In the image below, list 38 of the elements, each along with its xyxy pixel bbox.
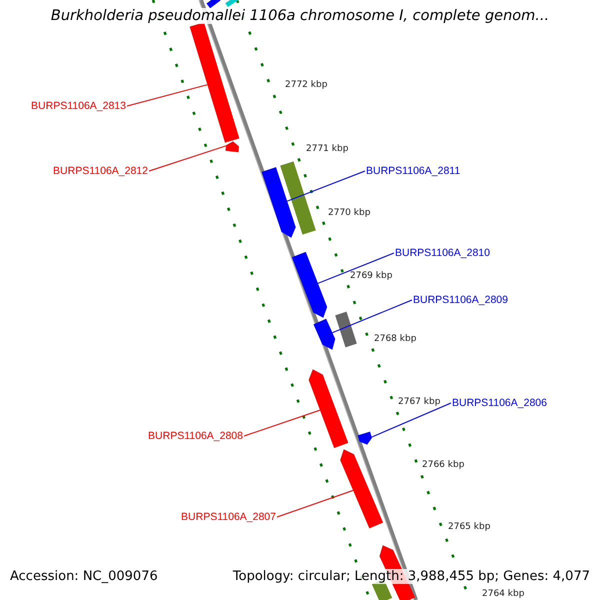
leader-line [244,410,320,436]
leader-line [318,252,394,284]
tick-label: 2764 kbp [482,589,524,599]
footer-text: Topology: circular; Length: 3,988,455 bp; Genes: 4,077 [232,569,590,584]
tick-label: 2768 kbp [374,334,416,344]
leader-line [371,402,452,438]
gene-feature [262,167,296,238]
gene-feature [292,252,328,318]
gene-label: BURPS1106A_2809 [413,294,508,306]
gene-feature [280,161,316,235]
gene-feature [308,369,348,448]
gene-label: BURPS1106A_2807 [181,511,276,523]
leader-line [148,145,226,172]
tick-label: 2771 kbp [306,144,348,154]
gene-feature [340,449,384,528]
tick-label: 2769 kbp [350,271,392,281]
leader-line [286,170,366,202]
tick-label: 2766 kbp [422,460,464,470]
tick-label: 2765 kbp [448,522,490,532]
footer-text: Accession: NC_009076 [10,569,158,584]
tick-label: 2767 kbp [398,397,440,407]
gene-label: BURPS1106A_2808 [148,430,243,442]
gene-label: BURPS1106A_2812 [53,165,148,177]
gene-label: BURPS1106A_2811 [366,165,460,177]
gene-feature [335,312,357,348]
gene-feature [190,22,240,143]
gene-label: BURPS1106A_2810 [395,247,490,259]
gene-label: BURPS1106A_2813 [31,100,126,112]
gene-feature [313,318,336,350]
tick-label: 2770 kbp [328,208,370,218]
gene-feature [225,141,240,152]
leader-line [332,300,412,334]
gene-feature [358,432,372,445]
gene-label: BURPS1106A_2806 [452,397,547,409]
leader-line [276,490,354,518]
title: Burkholderia pseudomallei 1106a chromosome I, complete genom... [50,8,550,24]
leader-line [126,84,208,106]
tick-label: 2772 kbp [285,80,328,90]
